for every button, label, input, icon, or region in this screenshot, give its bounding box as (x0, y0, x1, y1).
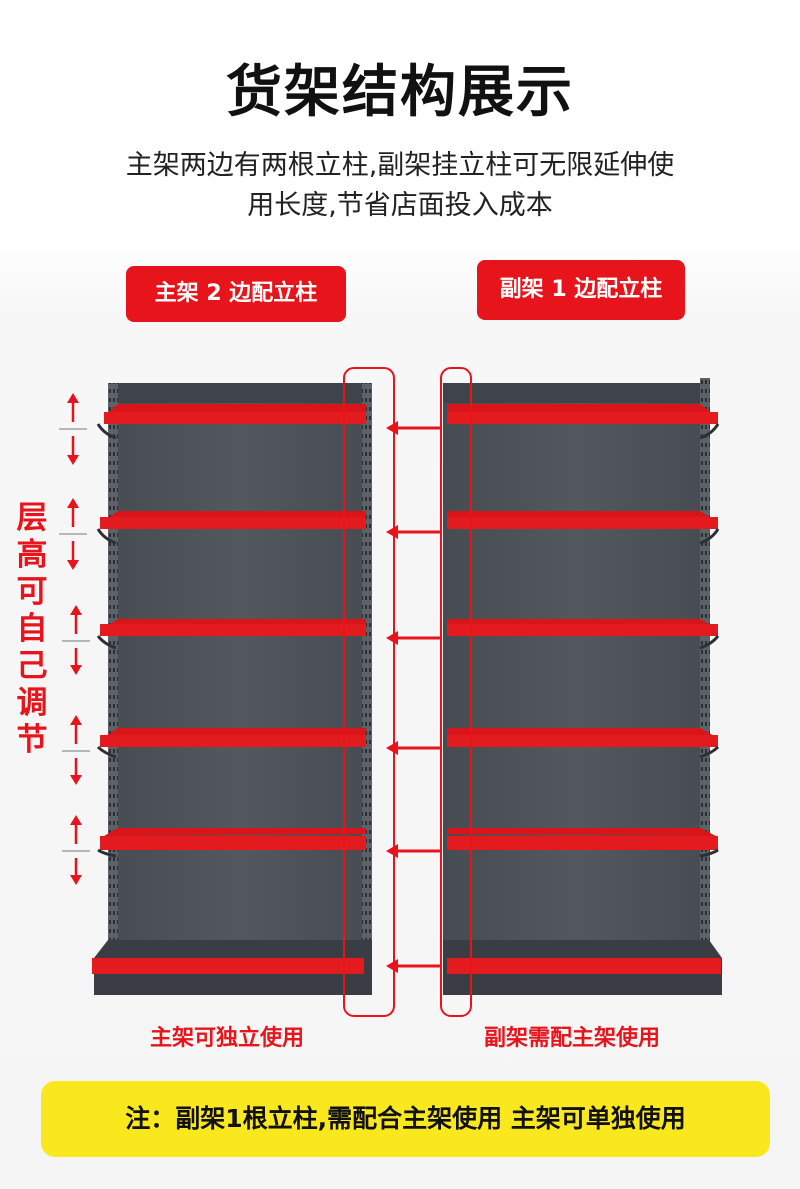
subtitle-line-1: 主架两边有两根立柱,副架挂立柱可无限延伸使 (125, 150, 675, 181)
side-label-char: 高 (16, 537, 48, 573)
up-down-arrow-icon (62, 815, 90, 885)
side-label-char: 节 (16, 722, 48, 758)
main-shelf-caption: 主架可独立使用 (150, 1026, 305, 1051)
side-label-char: 可 (16, 574, 48, 610)
page-title: 货架结构展示 (226, 60, 574, 125)
sub-shelves (447, 404, 720, 858)
post-highlight-box (343, 367, 395, 1017)
arrow-left-icon (386, 631, 440, 645)
main-shelf-back-panel (108, 383, 370, 995)
main-shelf (92, 383, 372, 995)
sub-shelf (440, 367, 722, 1017)
adjustable-height-label: 层 高 可 自 己 调 节 (14, 500, 50, 759)
sub-base-rail (447, 958, 721, 974)
attach-arrows (386, 421, 440, 973)
arrow-left-icon (386, 525, 440, 539)
main-right-post (362, 383, 372, 995)
arrow-left-icon (386, 959, 440, 973)
up-down-arrow-icon (59, 498, 87, 570)
page-subtitle: 主架两边有两根立柱,副架挂立柱可无限延伸使 用长度,节省店面投入成本 (0, 146, 800, 226)
side-label-char: 自 (16, 611, 48, 647)
up-down-arrow-icon (59, 393, 87, 465)
adjust-arrows (59, 393, 90, 885)
up-down-arrow-icon (62, 605, 90, 675)
note-banner: 注：副架1根立柱,需配合主架使用 主架可单独使用 (41, 1081, 770, 1157)
arrow-left-icon (386, 741, 440, 755)
side-label-char: 层 (16, 500, 48, 536)
main-shelves (96, 404, 366, 858)
main-shelf-badge: 主架 2 边配立柱 (126, 266, 346, 322)
sub-shelf-outline (440, 367, 472, 1017)
side-label-char: 调 (16, 685, 48, 721)
sub-shelf-badge: 副架 1 边配立柱 (477, 260, 685, 320)
side-label-char: 己 (16, 648, 48, 684)
arrow-left-icon (386, 421, 440, 435)
subtitle-line-2: 用长度,节省店面投入成本 (247, 190, 553, 221)
up-down-arrow-icon (62, 715, 90, 785)
arrow-left-icon (386, 844, 440, 858)
sub-shelf-caption: 副架需配主架使用 (484, 1026, 661, 1051)
sub-shelf-back-panel (443, 383, 709, 995)
sub-right-post (700, 378, 710, 995)
main-left-post (108, 383, 118, 995)
main-base-rail (92, 958, 364, 974)
